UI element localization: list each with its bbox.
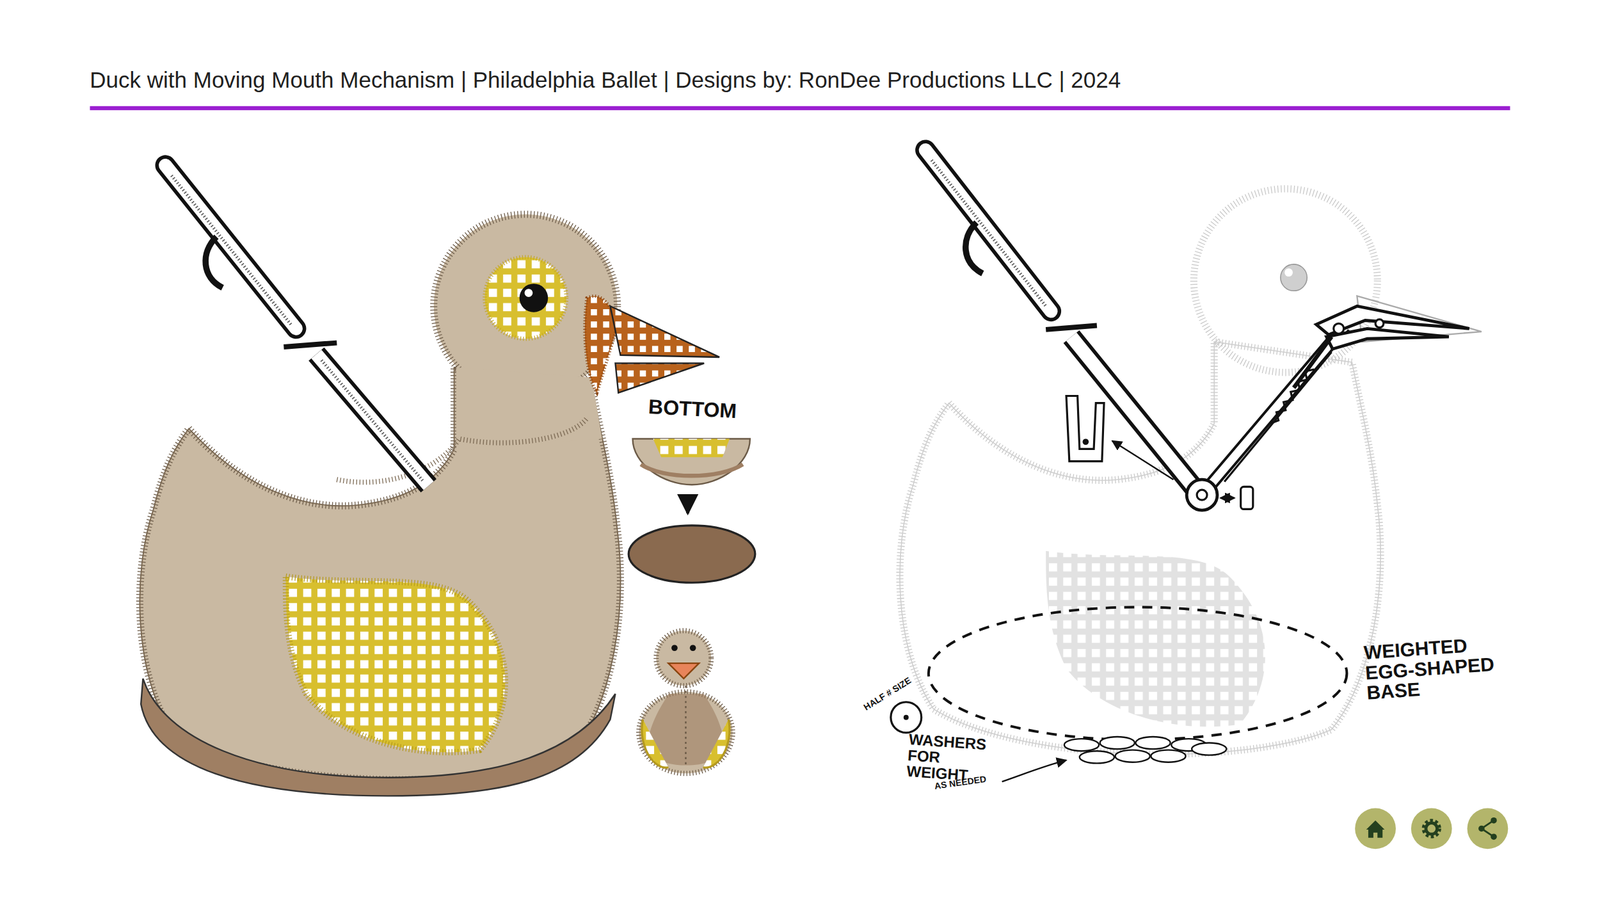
- drawing-part: [1115, 750, 1151, 763]
- weighted-base: [890, 606, 1348, 782]
- drawing-part: [165, 165, 296, 329]
- view-label: BOTTOM: [647, 396, 738, 423]
- bottom-views: [628, 438, 756, 774]
- drawing-part: [1424, 821, 1439, 836]
- drawing-part: [484, 257, 567, 340]
- drawing-part: [316, 353, 429, 486]
- drawing-part: [1045, 325, 1097, 330]
- drawing-part: [1294, 336, 1332, 388]
- part-note: WEIGHTED EGG-SHAPED BASE: [1363, 632, 1515, 703]
- drawing-part: [1186, 479, 1218, 511]
- drawing-part: [703, 719, 730, 768]
- drawing-part: [1071, 336, 1199, 494]
- drawing-part: [286, 576, 506, 753]
- drawing-part: [1045, 551, 1266, 728]
- drawing-part: [205, 236, 223, 288]
- mouth-mechanism: [1066, 305, 1470, 511]
- control-rod: [165, 165, 429, 486]
- drawing-part: [1333, 323, 1344, 334]
- drawing-part: [1191, 743, 1227, 756]
- nav-buttons: [1354, 808, 1508, 850]
- drawing-part: [1224, 352, 1332, 482]
- drawing-part: [524, 288, 534, 297]
- drawing-part: [1066, 396, 1104, 462]
- page-title: Duck with Moving Mouth Mechanism | Phila…: [89, 67, 1121, 93]
- drawing-part: [1150, 750, 1186, 763]
- duck-colour-view: [139, 214, 720, 797]
- drawing-part: [925, 149, 1051, 312]
- duck-mechanism-view: [899, 188, 1381, 754]
- control-rod: [925, 149, 1199, 494]
- drawing-part: [668, 663, 699, 679]
- drawing-part: [1240, 486, 1254, 509]
- drawing-part: [1425, 823, 1438, 835]
- drawing-part: [899, 341, 1381, 754]
- drawing-part: [1411, 808, 1453, 850]
- drawing-part: [1064, 738, 1099, 751]
- drawing-part: [928, 606, 1348, 740]
- drawing-part: [171, 175, 292, 325]
- drawing-part: [519, 283, 549, 313]
- drawing-part: [1326, 328, 1449, 349]
- drawing-part: [1467, 808, 1509, 850]
- drawing-part: [652, 438, 730, 457]
- drawing-part: [1135, 736, 1170, 749]
- drawing-part: [321, 360, 424, 482]
- drawing-part: [1481, 820, 1494, 838]
- drawing-part: [1270, 369, 1315, 424]
- label-text: BOTTOM: [647, 394, 738, 423]
- drawing-part: [1071, 336, 1199, 494]
- drawing-part: [316, 353, 429, 486]
- drawing-part: [1220, 497, 1235, 499]
- drawing-part: [1280, 264, 1307, 291]
- drawing-part: [925, 149, 1051, 312]
- drawing-part: [1196, 489, 1208, 500]
- drawing-part: [686, 494, 690, 514]
- drawing-part: [640, 464, 743, 476]
- drawing-part: [1366, 820, 1385, 838]
- drawing-part: [931, 160, 1047, 306]
- drawing-part: [903, 714, 909, 720]
- drawing-part: [1354, 808, 1396, 850]
- drawing-part: [1082, 438, 1090, 445]
- drawing-part: [965, 222, 984, 274]
- drawing-part: [1100, 736, 1135, 749]
- drawing-part: [1284, 268, 1293, 277]
- drawing-part: [456, 367, 603, 450]
- title-rule: [90, 106, 1511, 111]
- label-text: HALF # SIZE: [862, 675, 914, 713]
- label-text: WEIGHTED EGG-SHAPED BASE: [1363, 634, 1496, 704]
- drawing-part: [1201, 326, 1345, 495]
- drawing-part: [609, 305, 720, 358]
- drawing-part: [671, 644, 678, 651]
- drawing-part: [689, 644, 697, 651]
- drawing-part: [1079, 750, 1115, 763]
- size-note: HALF # SIZE: [862, 675, 913, 713]
- drawing-part: [641, 719, 669, 768]
- drawing-part: [1112, 440, 1174, 480]
- drawing-part: [615, 363, 704, 393]
- drawing-part: [899, 341, 1381, 754]
- drawing-part: [628, 525, 756, 583]
- drawing-part: [1002, 760, 1067, 782]
- drawing-part: [1375, 319, 1384, 328]
- drawing-part: [1201, 326, 1345, 495]
- drawing-part: [632, 438, 751, 485]
- drawing-part: [283, 343, 337, 347]
- drawing-part: [165, 165, 296, 329]
- drawing-part: [890, 702, 922, 733]
- drawing-part: [684, 685, 687, 768]
- drawing-part: [656, 630, 712, 686]
